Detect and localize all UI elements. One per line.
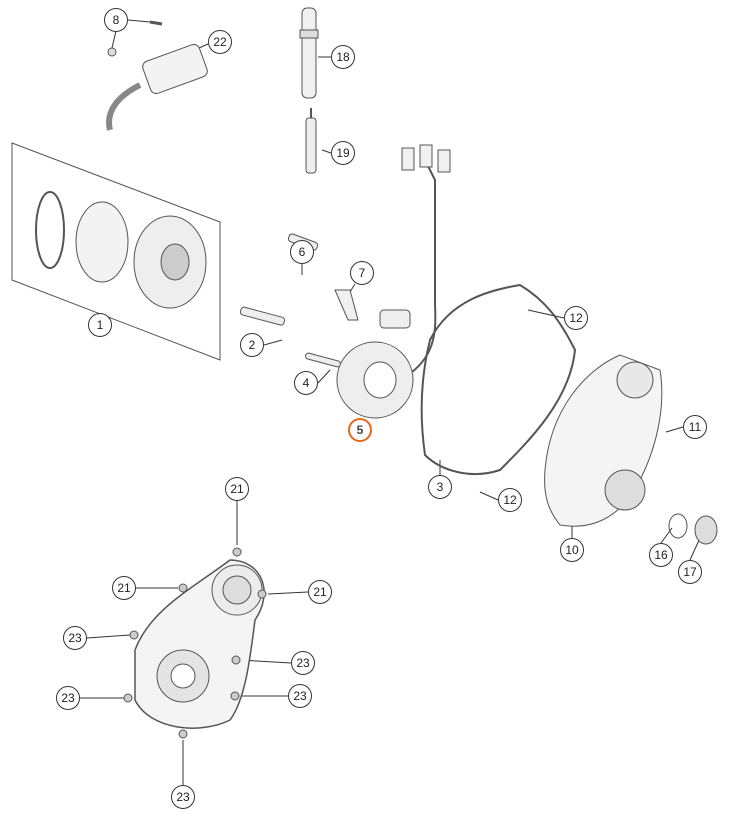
callout-part-10[interactable]: 10 xyxy=(560,538,584,562)
spark-plug-cap xyxy=(299,7,319,99)
callout-part-23[interactable]: 23 xyxy=(288,684,312,708)
callout-part-11[interactable]: 11 xyxy=(683,415,707,439)
callout-part-2[interactable]: 2 xyxy=(240,333,264,357)
callout-part-23[interactable]: 23 xyxy=(171,785,195,809)
callout-part-21[interactable]: 21 xyxy=(112,576,136,600)
callout-part-4[interactable]: 4 xyxy=(294,371,318,395)
stator xyxy=(336,144,451,419)
callout-part-7[interactable]: 7 xyxy=(350,261,374,285)
callout-part-5-selected[interactable]: 5 xyxy=(348,418,372,442)
callout-part-12[interactable]: 12 xyxy=(498,488,522,512)
callout-part-18[interactable]: 18 xyxy=(331,45,355,69)
callout-part-6[interactable]: 6 xyxy=(290,240,314,264)
callout-part-19[interactable]: 19 xyxy=(331,141,355,165)
spark-plug xyxy=(305,108,317,174)
callout-part-21[interactable]: 21 xyxy=(308,580,332,604)
cover-gasket xyxy=(420,283,577,476)
callout-part-12[interactable]: 12 xyxy=(564,306,588,330)
callout-part-17[interactable]: 17 xyxy=(678,560,702,584)
ignition-coil xyxy=(106,20,208,131)
callout-part-21[interactable]: 21 xyxy=(225,477,249,501)
ignition-cover xyxy=(544,354,718,545)
callout-part-3[interactable]: 3 xyxy=(428,475,452,499)
callout-part-23[interactable]: 23 xyxy=(291,651,315,675)
callout-part-8[interactable]: 8 xyxy=(104,8,128,32)
callout-part-1[interactable]: 1 xyxy=(88,313,112,337)
rotor-group xyxy=(11,142,221,361)
callout-part-22[interactable]: 22 xyxy=(208,30,232,54)
callout-part-16[interactable]: 16 xyxy=(649,543,673,567)
callout-part-23[interactable]: 23 xyxy=(56,686,80,710)
cable-bracket xyxy=(334,289,359,321)
ignition-cover-detail xyxy=(123,547,267,739)
callout-part-23[interactable]: 23 xyxy=(63,626,87,650)
